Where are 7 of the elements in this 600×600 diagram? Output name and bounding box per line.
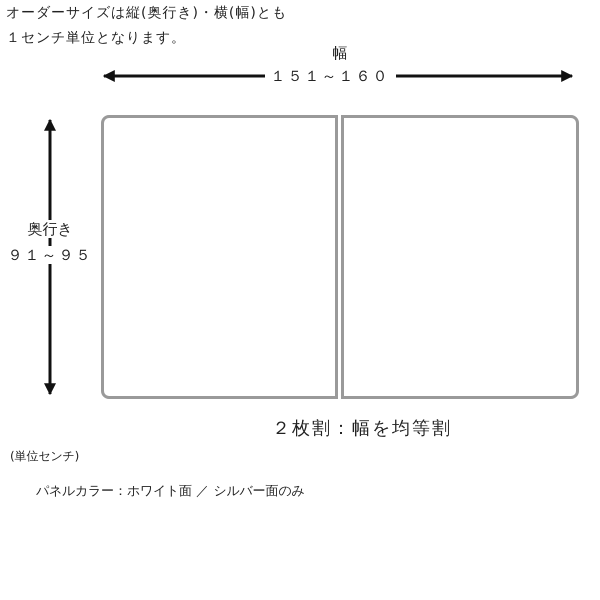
dimension-label: 幅	[332, 44, 348, 62]
color-note: パネルカラー：ホワイト面 ／ シルバー面のみ	[36, 484, 304, 500]
panel-box	[341, 115, 579, 399]
note-text: オーダーサイズは縦(奥行き)・横(幅)とも	[6, 5, 287, 22]
unit-note: (単位センチ)	[10, 449, 80, 464]
panel-box	[101, 115, 338, 399]
dimension-label: 奥行き	[28, 220, 72, 238]
